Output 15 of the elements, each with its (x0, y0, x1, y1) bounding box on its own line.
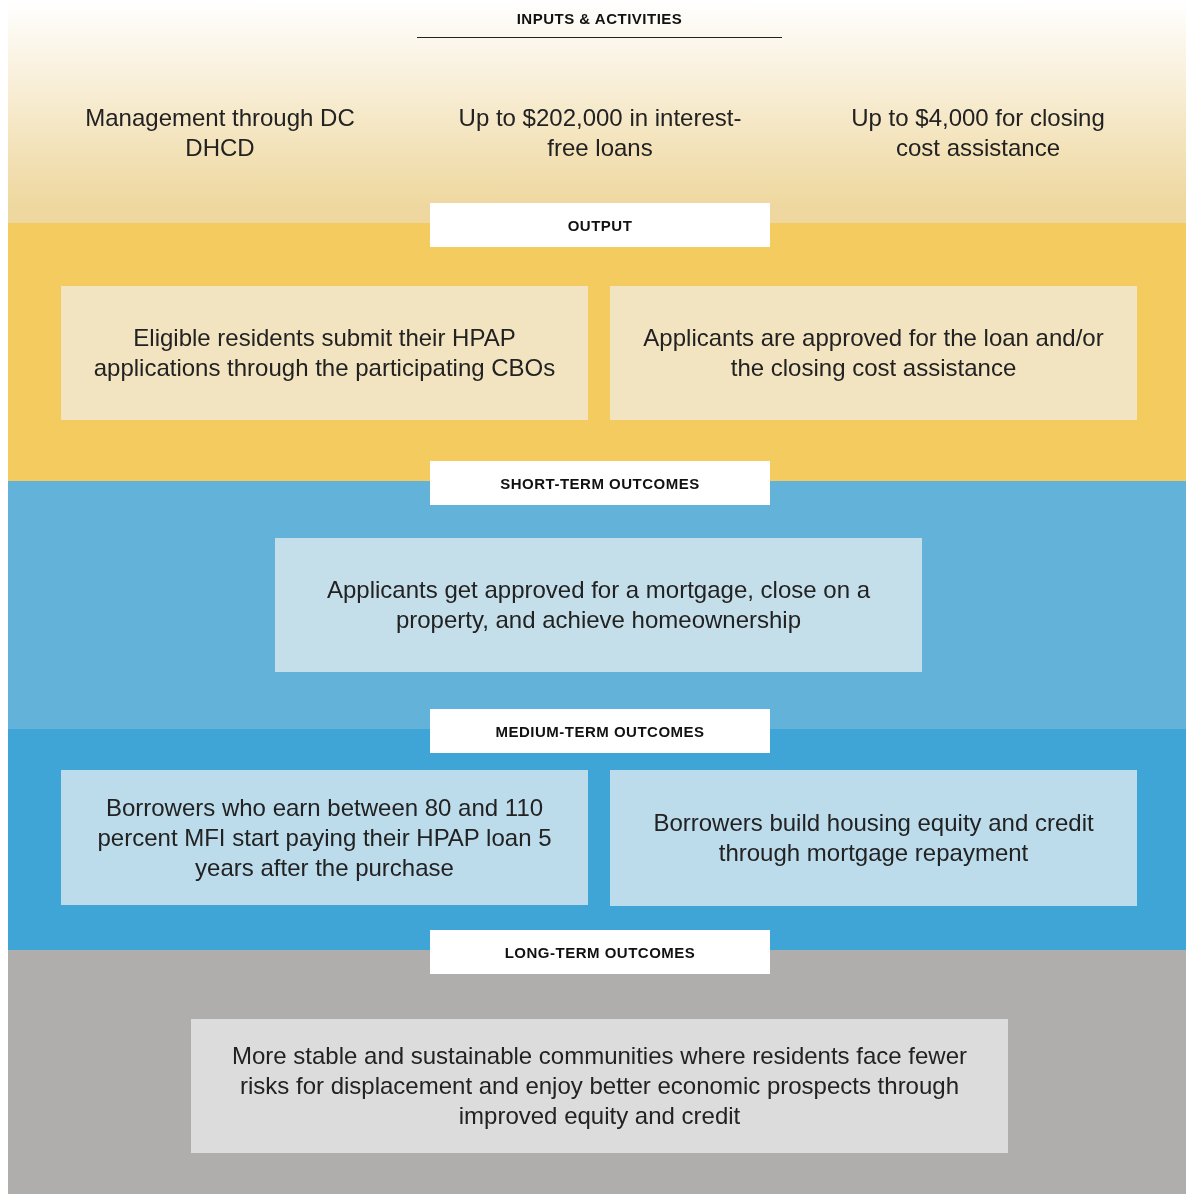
outcome-box: Applicants are approved for the loan and/or the closing cost assistance (610, 286, 1137, 420)
section-heading-tab: MEDIUM-TERM OUTCOMES (430, 709, 770, 753)
section-heading: INPUTS & ACTIVITIES (417, 10, 782, 38)
outcome-box: Borrowers who earn between 80 and 110 percent MFI start paying their HPAP loan 5 years after the purchase (61, 770, 588, 905)
input-text: Management through DC DHCD (84, 103, 356, 163)
outcome-box: More stable and sustainable communities where residents face fewer risks for displacement and enjoy better economic prospects through improved equity and credit (191, 1019, 1008, 1153)
section-heading-tab: OUTPUT (430, 203, 770, 247)
input-text: Up to $4,000 for closing cost assistance (850, 103, 1106, 163)
section-band (8, 930, 1186, 1194)
input-text: Up to $202,000 in interest-free loans (457, 103, 743, 163)
outcome-box: Applicants get approved for a mortgage, close on a property, and achieve homeownership (275, 538, 922, 672)
section-heading-tab: LONG-TERM OUTCOMES (430, 930, 770, 974)
section-heading-tab: SHORT-TERM OUTCOMES (430, 461, 770, 505)
outcome-box: Eligible residents submit their HPAP applications through the participating CBOs (61, 286, 588, 420)
outcome-box: Borrowers build housing equity and credit through mortgage repayment (610, 770, 1137, 906)
